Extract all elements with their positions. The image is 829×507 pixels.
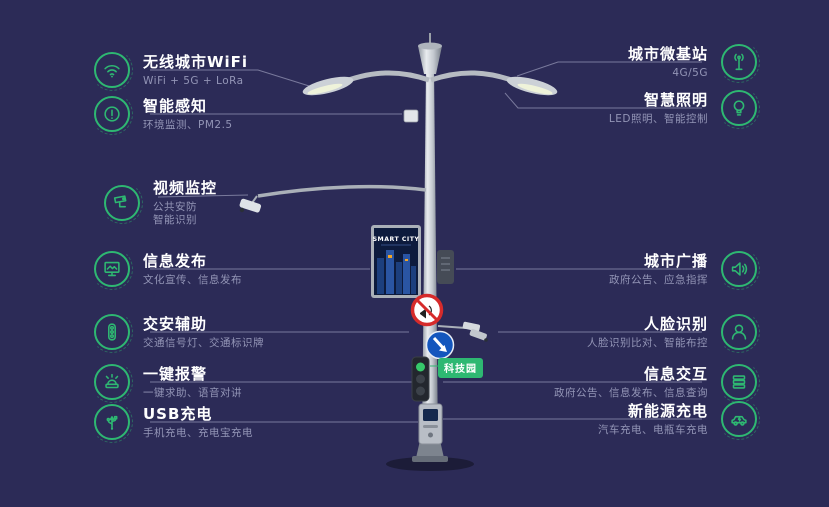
feature-title: 智能感知 [143,96,208,115]
cctv-cameras-right [437,321,488,342]
wifi-icon [91,49,133,91]
direction-arrow-sign [425,330,455,360]
feature-info-publishing: 信息发布 文化宣传、信息发布 [91,248,242,290]
display-screen: SMART CITY [371,225,421,298]
feature-title: 信息发布 [143,251,208,270]
feature-subtitle: 4G/5G [672,66,708,79]
feature-smart-lighting: 智慧照明 LED照明、智能控制 [608,87,760,129]
feature-micro-base-station: 城市微基站 4G/5G [627,41,760,83]
feature-subtitle: 交通信号灯、交通标识牌 [143,336,264,349]
screen-title-text: SMART CITY [373,236,420,243]
feature-subtitle: 政府公告、信息发布、信息查询 [554,386,708,399]
connector-lines [150,61,702,423]
feature-subtitle: 政府公告、应急指挥 [609,273,708,286]
traffic-light [411,356,430,402]
cctv-camera-left [239,184,427,213]
feature-title: 视频监控 [153,179,218,197]
feature-subtitle: 文化宣传、信息发布 [143,273,242,286]
feature-title: USB充电 [143,404,213,423]
feature-title: 信息交互 [643,364,708,383]
pole-illustration: SMART CITY [239,33,558,471]
feature-title: 智慧照明 [643,90,708,109]
feature-subtitle: 人脸识别比对、智能布控 [587,336,708,349]
feature-face-recognition: 人脸识别 人脸识别比对、智能布控 [587,311,760,353]
feature-traffic-assist: 交安辅助 交通信号灯、交通标识牌 [91,311,264,353]
feature-title: 无线城市WiFi [143,52,249,71]
feature-title: 新能源充电 [627,401,708,420]
speaker-icon [718,248,760,290]
top-luminaire [418,33,442,74]
feature-city-broadcast: 城市广播 政府公告、应急指挥 [609,248,760,290]
traffic-light-icon [91,311,133,353]
lamp-arms [302,70,558,96]
interaction-icon [718,361,760,403]
feature-title: 交安辅助 [143,314,208,333]
billboard-icon [91,248,133,290]
feature-subtitle: 汽车充电、电瓶车充电 [598,423,708,436]
sensor-icon [91,93,133,135]
speaker-box [437,250,454,284]
feature-subtitle: WiFi + 5G + LoRa [143,74,244,87]
face-icon [718,311,760,353]
feature-usb-charging: USB充电 手机充电、充电宝充电 [91,401,253,443]
feature-emergency-alarm: 一键报警 一键求助、语音对讲 [91,361,242,403]
ev-icon [718,398,760,440]
feature-video-surveillance: 视频监控 公共安防 智能识别 [101,179,218,227]
usb-icon [91,401,133,443]
feature-subtitle: 环境监测、PM2.5 [143,118,233,131]
feature-subtitle: 公共安防 [153,201,197,213]
feature-wifi: 无线城市WiFi WiFi + 5G + LoRa [91,49,249,91]
feature-title: 城市微基站 [627,44,708,63]
charging-box [418,403,443,445]
feature-subtitle-2: 智能识别 [153,214,197,227]
tech-park-tag: 科技园 [438,358,483,378]
feature-subtitle: 手机充电、充电宝充电 [143,426,253,439]
antenna-icon [718,41,760,83]
feature-title: 一键报警 [143,364,208,383]
feature-title: 人脸识别 [643,314,708,333]
no-horn-sign [410,293,444,327]
feature-ev-charging: 新能源充电 汽车充电、电瓶车充电 [598,398,760,440]
pole-shadow [386,457,474,471]
alarm-icon [91,361,133,403]
feature-sensing: 智能感知 环境监测、PM2.5 [91,93,233,135]
feature-subtitle: LED照明、智能控制 [608,112,708,125]
cctv-icon [101,181,143,224]
feature-info-interaction: 信息交互 政府公告、信息发布、信息查询 [554,361,760,403]
bulb-icon [718,87,760,129]
feature-title: 城市广播 [643,251,708,270]
feature-subtitle: 一键求助、语音对讲 [143,386,242,399]
sensor-box [403,109,419,123]
